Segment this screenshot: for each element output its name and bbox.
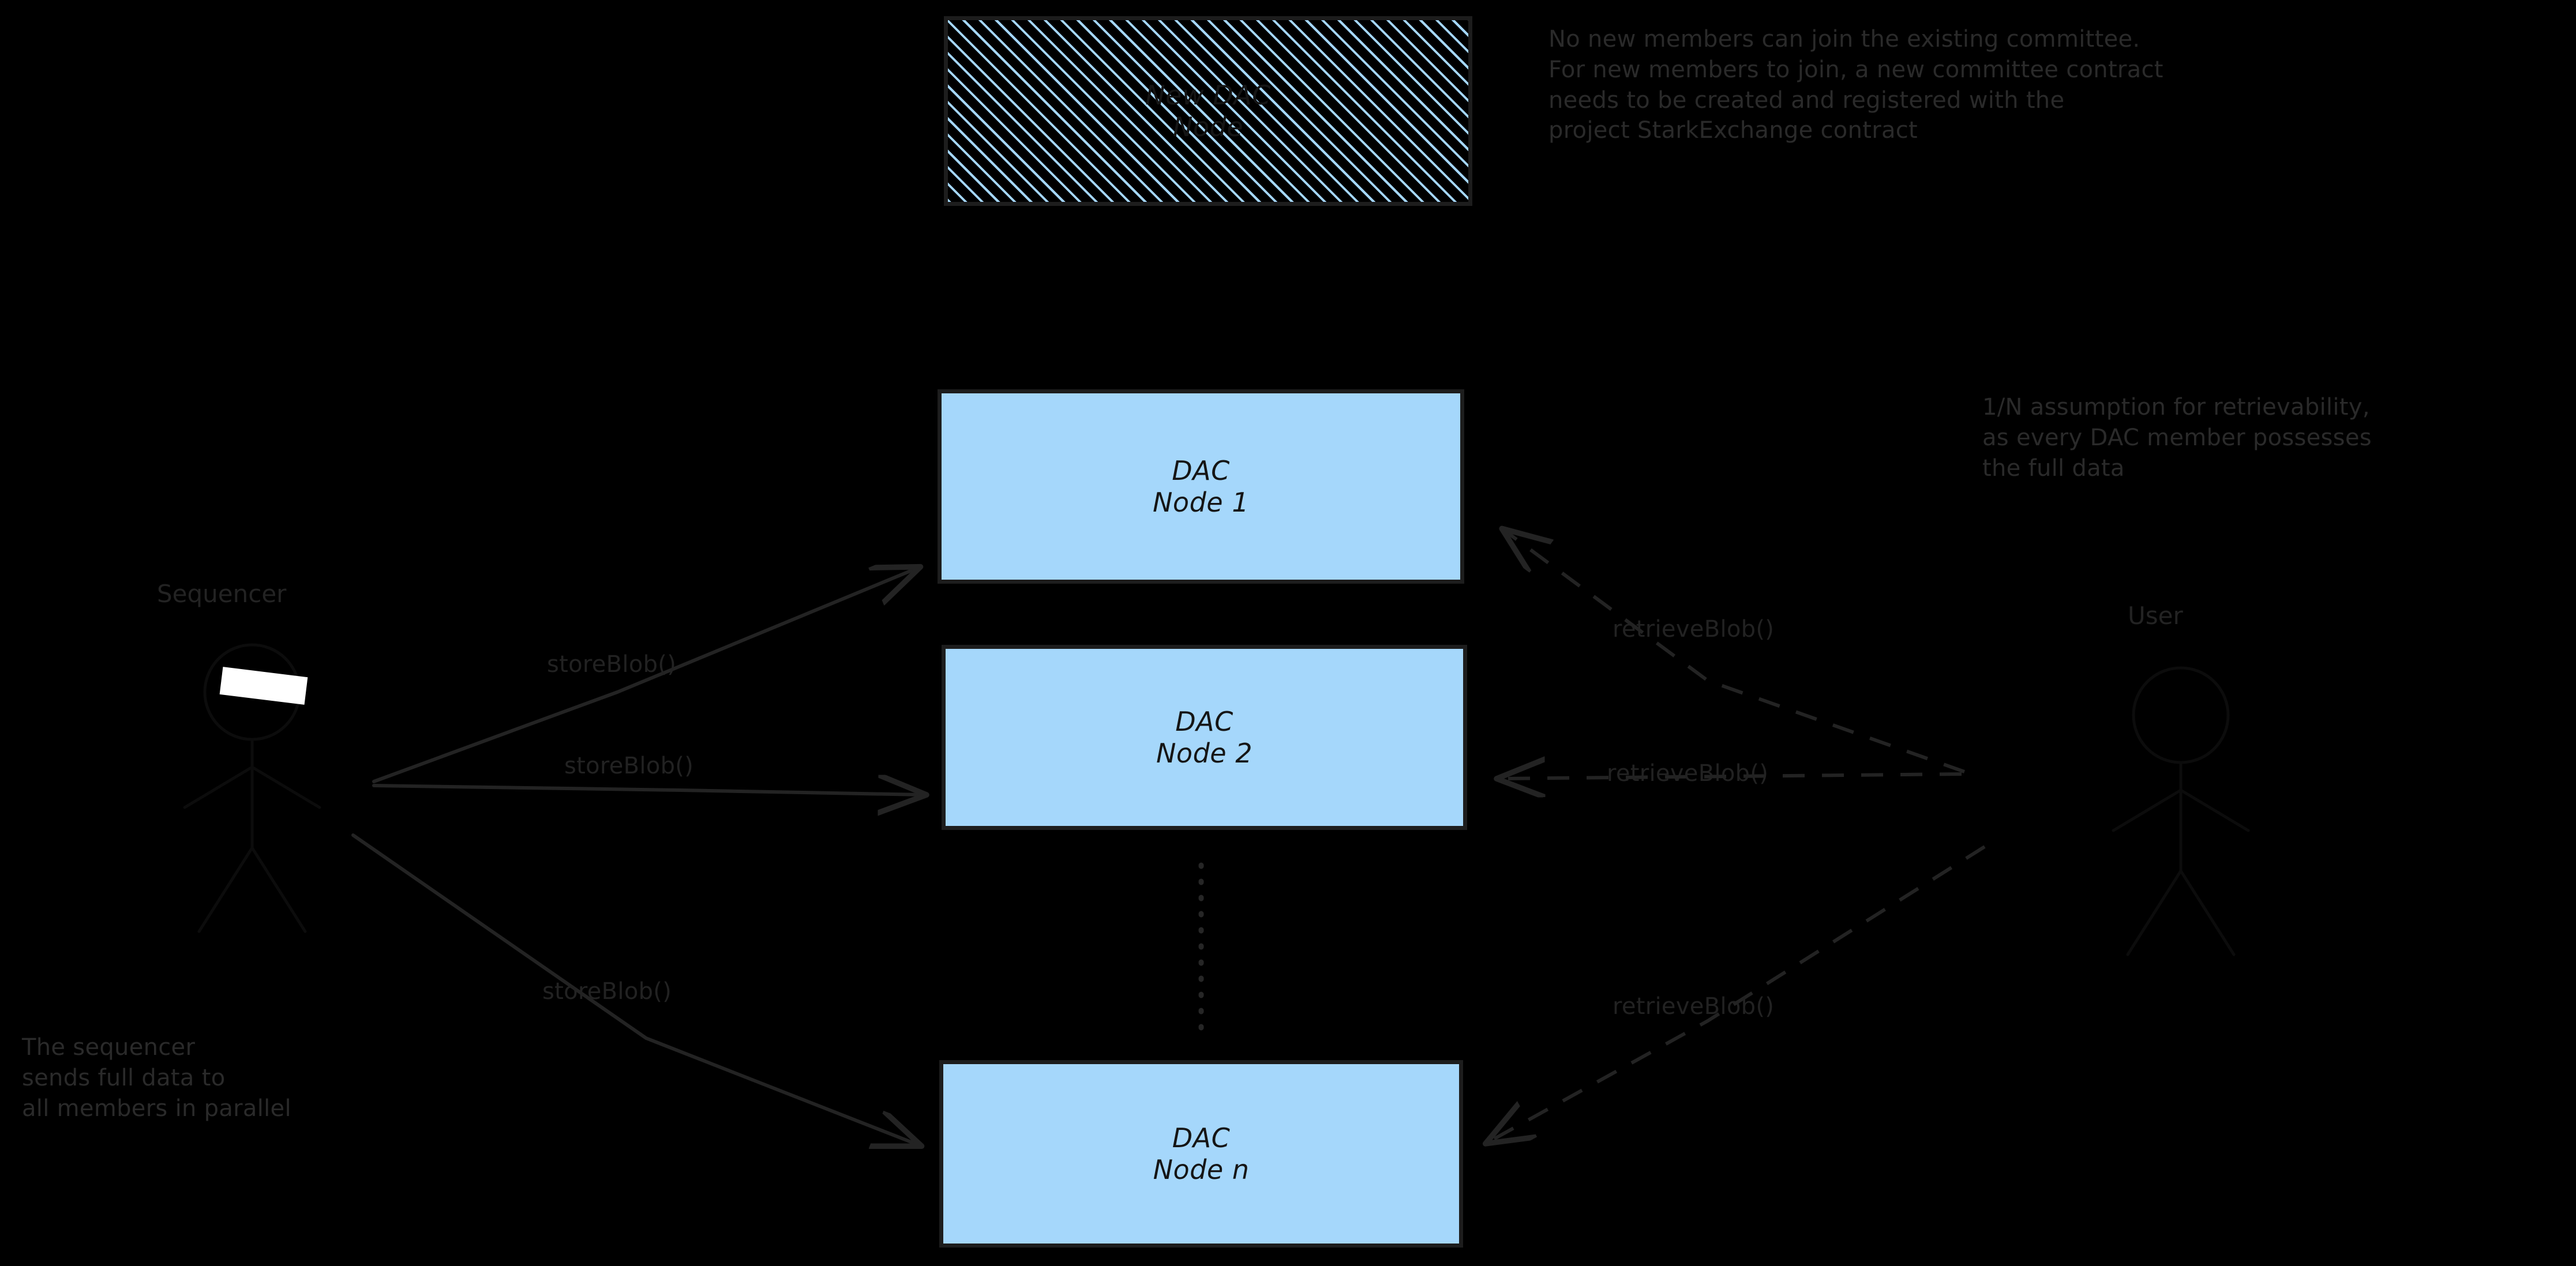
dac-node-1-label-line2: Node 1 [1153, 486, 1249, 518]
edge-label-retrieve-blob-2: retrieveBlob() [1607, 760, 1769, 787]
annotation-retrievability-note: 1/N assumption for retrievability, as ev… [1982, 394, 2372, 482]
new-dac-node-box[interactable]: New DAC Node [944, 16, 1472, 206]
dac-node-1-box[interactable]: DAC Node 1 [938, 389, 1464, 584]
edge-store-blob-node1 [372, 568, 917, 783]
edge-store-blob-noden [351, 833, 918, 1145]
user-label: User [2128, 602, 2183, 630]
new-dac-node-label-line1: New DAC [1145, 80, 1271, 111]
dac-node-1-label-line1: DAC [1172, 455, 1230, 487]
dac-node-n-box[interactable]: DAC Node n [939, 1060, 1463, 1248]
dac-node-2-box[interactable]: DAC Node 2 [942, 645, 1467, 830]
edge-store-blob-node2 [372, 786, 923, 795]
dac-node-n-label-line1: DAC [1172, 1122, 1231, 1154]
edge-label-retrieve-blob-n: retrieveBlob() [1613, 993, 1775, 1020]
dac-node-2-label-line2: Node 2 [1156, 737, 1253, 769]
sequencer-label: Sequencer [157, 580, 287, 608]
user-figure-icon [2112, 666, 2250, 956]
new-dac-node-label-line2: Node [1172, 111, 1244, 142]
edge-label-store-blob-n: storeBlob() [542, 978, 672, 1005]
edge-label-store-blob-2: storeBlob() [564, 753, 694, 779]
dac-node-n-label-line2: Node n [1153, 1154, 1250, 1185]
annotation-sequencer-note: The sequencer sends full data to all mem… [22, 1034, 291, 1122]
annotation-committee-note: No new members can join the existing com… [1548, 26, 2163, 144]
edge-label-retrieve-blob-1: retrieveBlob() [1613, 616, 1775, 643]
edge-retrieve-blob-node1 [1505, 531, 1966, 773]
edge-retrieve-blob-noden [1488, 845, 1986, 1142]
sequencer-figure-icon [183, 643, 321, 933]
edge-label-store-blob-1: storeBlob() [547, 651, 677, 678]
dac-node-2-label-line1: DAC [1175, 706, 1233, 738]
